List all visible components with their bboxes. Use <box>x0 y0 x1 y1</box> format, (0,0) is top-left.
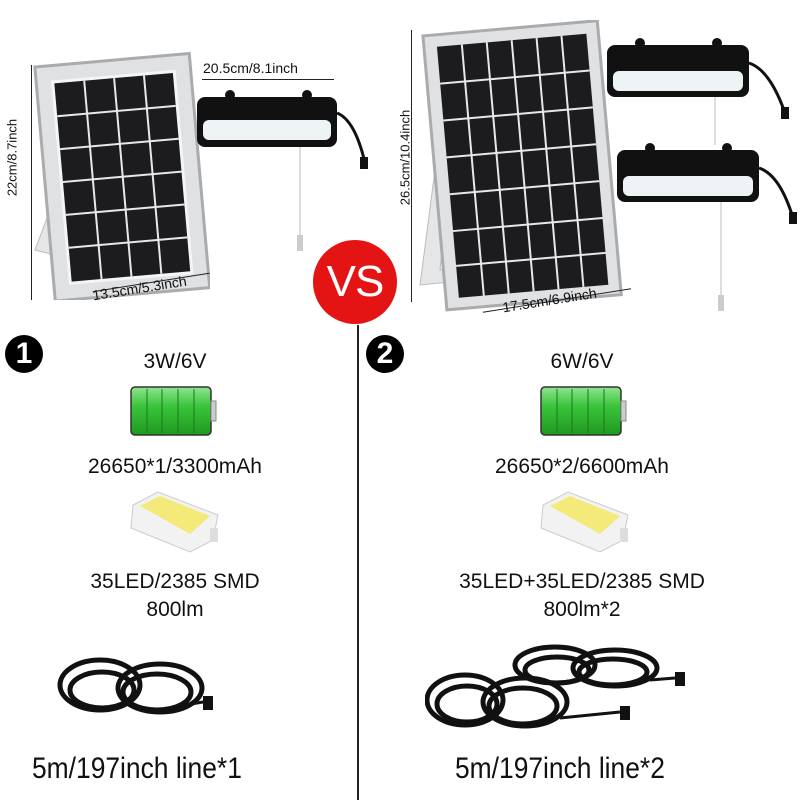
vs-badge: VS <box>313 240 397 324</box>
panel1-height-label: 22cm/8.7inch <box>4 118 20 197</box>
option-1-lumens: 800lm <box>146 598 204 621</box>
panel1-height-line <box>31 65 32 300</box>
battery-icon-2 <box>540 386 627 436</box>
solar-panel-2-image <box>419 20 623 312</box>
center-divider <box>357 325 359 800</box>
option-2-battery: 26650*2/6600mAh <box>495 455 669 478</box>
lamp1-width-label: 20.5cm/8.1inch <box>203 60 298 76</box>
option-2-cable: 5m/197inch line*2 <box>455 752 665 785</box>
option-2-power: 6W/6V <box>550 350 614 373</box>
led-chip-icon-1 <box>130 491 219 553</box>
option-2-badge: 2 <box>366 335 404 373</box>
option-1-badge: 1 <box>5 335 43 373</box>
option-1-led: 35LED/2385 SMD <box>90 570 260 593</box>
option-1-cable: 5m/197inch line*1 <box>32 752 242 785</box>
cable-2-image <box>425 644 685 729</box>
lamp-2b-image <box>617 143 797 311</box>
option-2-led: 35LED+35LED/2385 SMD <box>459 570 705 593</box>
lamp1-width-line <box>202 79 334 80</box>
battery-icon-1 <box>130 386 217 436</box>
lamp-2a-image <box>607 38 789 145</box>
option-1-battery: 26650*1/3300mAh <box>88 455 262 478</box>
cable-1-image <box>57 657 213 715</box>
solar-panel-1-image <box>33 51 210 300</box>
panel2-height-line <box>411 30 412 302</box>
option-1-power: 3W/6V <box>143 350 207 373</box>
option-2-lumens: 800lm*2 <box>543 598 621 621</box>
lamp-1-image <box>197 90 368 251</box>
led-chip-icon-2 <box>540 491 629 553</box>
